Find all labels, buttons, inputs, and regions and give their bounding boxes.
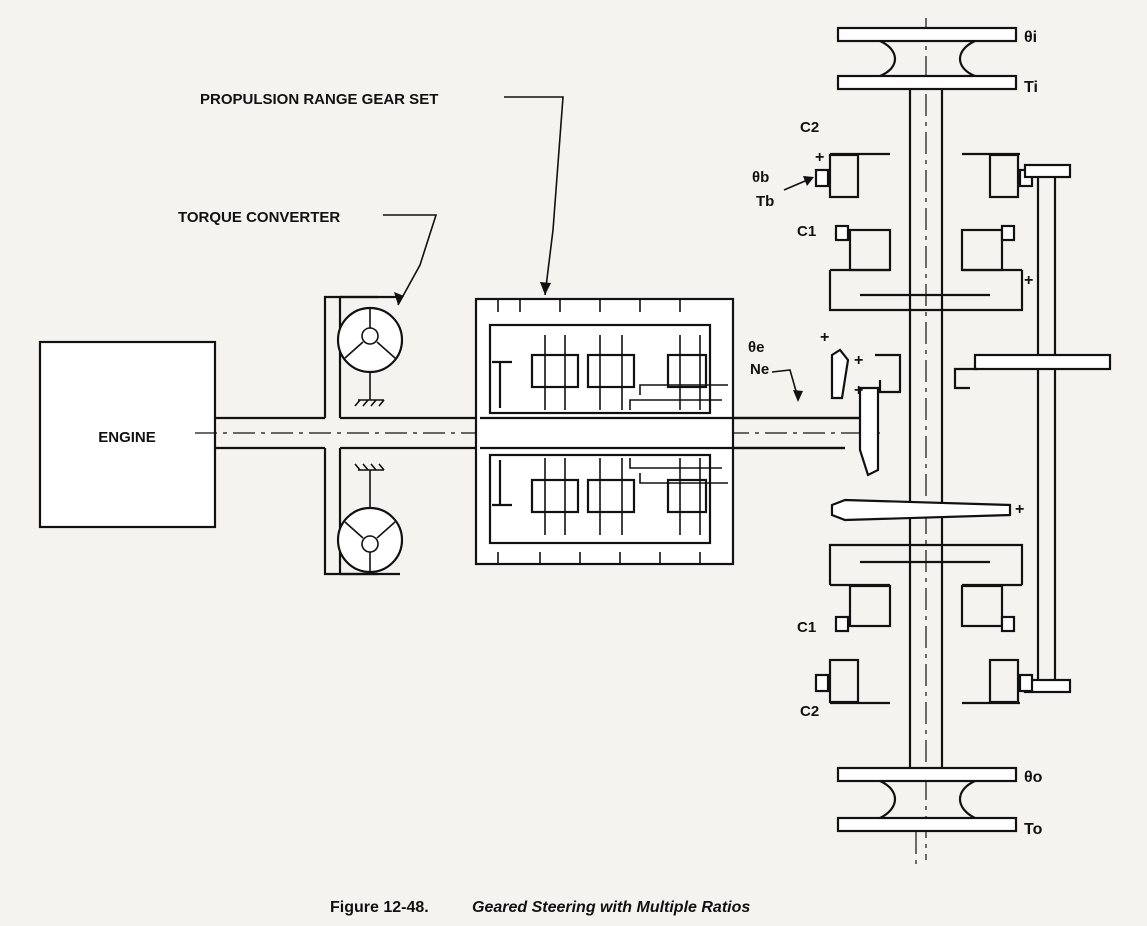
n-e-label: Ne: [750, 361, 769, 378]
bevel-gear-set: + + + + θe Ne: [748, 329, 1024, 522]
theta-i-label: θi: [1024, 29, 1037, 46]
c2-bottom-label: C2: [800, 703, 819, 720]
theta-b-label: θb: [752, 169, 769, 186]
lower-steering-assembly: C1 C2: [797, 543, 1034, 720]
plus-bevel-left: +: [820, 329, 829, 346]
plus-bevel-mid: +: [854, 352, 863, 369]
caption-prefix: Figure 12-48.: [330, 899, 429, 916]
torque-converter-callout: TORQUE CONVERTER: [178, 209, 438, 306]
propulsion-range-callout: PROPULSION RANGE GEAR SET: [200, 91, 564, 296]
steering-crossover: [953, 163, 1112, 694]
plus-c2: +: [815, 149, 824, 166]
plus-bevel-low: +: [854, 382, 863, 399]
t-b-label: Tb: [756, 193, 774, 210]
cross-shaft: [908, 18, 944, 865]
caption-title: Geared Steering with Multiple Ratios: [472, 899, 750, 916]
propulsion-range-gear-set: [474, 297, 860, 566]
top-output-flange: θi Ti: [836, 26, 1038, 96]
engine-label: ENGINE: [98, 429, 156, 446]
t-o-label: To: [1024, 821, 1043, 838]
upper-steering-assembly: C2 θb Tb C1 + +: [752, 119, 1033, 312]
theta-e-label: θe: [748, 339, 764, 356]
c1-bottom-label: C1: [797, 619, 816, 636]
propulsion-range-label: PROPULSION RANGE GEAR SET: [200, 91, 438, 108]
plus-upper-right: +: [1024, 272, 1033, 289]
figure-caption: Figure 12-48. Geared Steering with Multi…: [330, 899, 750, 916]
output-shaft-to-steering: [733, 386, 880, 477]
torque-converter-label: TORQUE CONVERTER: [178, 209, 340, 226]
torque-converter: [323, 295, 404, 576]
c1-top-label: C1: [797, 223, 816, 240]
engine-block: ENGINE: [38, 340, 217, 529]
c2-top-label: C2: [800, 119, 819, 136]
plus-bevel-right: +: [1015, 501, 1024, 518]
t-i-label: Ti: [1024, 79, 1038, 96]
bottom-output-flange: θo To: [836, 766, 1043, 838]
theta-o-label: θo: [1024, 769, 1043, 786]
